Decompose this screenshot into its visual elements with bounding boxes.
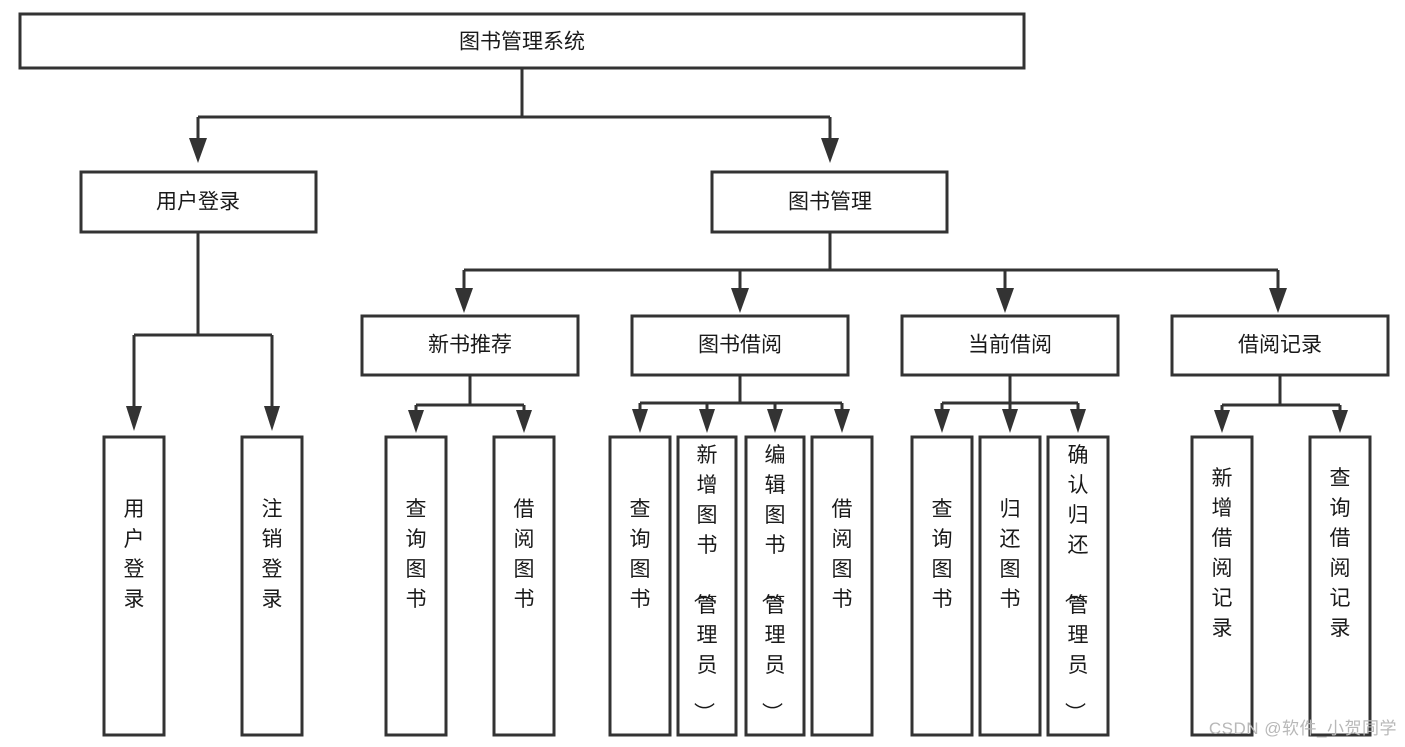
node-book-borrow-label: 图书借阅 [698, 334, 782, 357]
leaf-user-login[interactable]: 用户登录 [102, 435, 166, 737]
arrowhead-borrow-leaf1 [632, 409, 648, 433]
node-book-management-box[interactable] [710, 170, 949, 234]
arrowhead-current [996, 288, 1014, 313]
leaf-newbook-borrow-book-box[interactable] [492, 435, 556, 737]
arrowhead-borrow-leaf3 [767, 409, 783, 433]
arrowhead-record-leaf2 [1332, 410, 1348, 433]
leaf-borrow-borrow-book-box[interactable] [810, 435, 874, 737]
node-book-borrow-box[interactable] [630, 314, 850, 377]
leaf-current-confirm-return-label: 确认归还（管理员） [1063, 444, 1089, 723]
node-current-borrow-label: 当前借阅 [968, 334, 1052, 357]
leaf-current-return-book-box[interactable] [978, 435, 1042, 737]
node-root-box[interactable] [18, 12, 1026, 70]
node-book-management[interactable]: 图书管理 [710, 170, 949, 234]
arrowhead-leaf-logout [264, 406, 280, 431]
node-new-book-recommend-box[interactable] [360, 314, 580, 377]
leaf-current-return-book[interactable]: 归还图书 [978, 435, 1042, 737]
arrowhead-book-mgmt [821, 138, 839, 163]
leaf-newbook-borrow-book[interactable]: 借阅图书 [492, 435, 556, 737]
leaf-current-query-book-box[interactable] [910, 435, 974, 737]
leaf-record-query-box[interactable] [1308, 435, 1372, 737]
leaf-logout-label: 注销登录 [262, 498, 283, 611]
leaf-borrow-add-book-label: 新增图书（管理员） [692, 444, 718, 723]
leaf-borrow-add-book-box[interactable] [676, 435, 738, 737]
node-borrow-record-box[interactable] [1170, 314, 1390, 377]
leaf-borrow-add-book[interactable]: 新增图书（管理员） [676, 435, 738, 737]
node-current-borrow[interactable]: 当前借阅 [900, 314, 1120, 377]
edge-group-newbook-to-leaves [408, 375, 532, 433]
arrowhead-current-leaf3 [1070, 409, 1086, 433]
node-user-login-label: 用户登录 [156, 191, 240, 214]
arrowhead-record-leaf1 [1214, 410, 1230, 433]
node-borrow-record-label: 借阅记录 [1238, 334, 1322, 357]
node-book-borrow[interactable]: 图书借阅 [630, 314, 850, 377]
node-user-login-box[interactable] [79, 170, 318, 234]
arrowhead-newbook-leaf2 [516, 410, 532, 433]
leaf-logout-box[interactable] [240, 435, 304, 737]
leaf-borrow-borrow-book-label: 借阅图书 [832, 498, 853, 611]
edge-group-borrow-to-leaves [632, 375, 850, 433]
leaf-record-add-label: 新增借阅记录 [1212, 467, 1233, 640]
node-new-book-recommend-label: 新书推荐 [428, 334, 512, 357]
arrowhead-borrow [731, 288, 749, 313]
edge-group-root-to-level1 [189, 68, 839, 163]
leaf-newbook-query-book[interactable]: 查询图书 [384, 435, 448, 737]
leaf-borrow-edit-book[interactable]: 编辑图书（管理员） [744, 435, 806, 737]
node-new-book-recommend[interactable]: 新书推荐 [360, 314, 580, 377]
leaf-logout[interactable]: 注销登录 [240, 435, 304, 737]
edge-group-userlogin-to-leaves [126, 232, 280, 431]
leaf-record-add-box[interactable] [1190, 435, 1254, 737]
leaf-current-confirm-return-box[interactable] [1046, 435, 1110, 737]
node-book-management-label: 图书管理 [788, 191, 872, 214]
arrowhead-leaf-user-login [126, 406, 142, 431]
leaf-borrow-edit-book-box[interactable] [744, 435, 806, 737]
arrowhead-current-leaf1 [934, 409, 950, 433]
arrowhead-user-login [189, 138, 207, 163]
node-current-borrow-box[interactable] [900, 314, 1120, 377]
leaf-newbook-query-book-label: 查询图书 [406, 498, 427, 611]
edge-group-record-to-leaves [1214, 375, 1348, 433]
leaf-borrow-query-book-box[interactable] [608, 435, 672, 737]
edge-group-current-to-leaves [934, 375, 1086, 433]
leaf-current-confirm-return[interactable]: 确认归还（管理员） [1046, 435, 1110, 737]
leaf-user-login-label: 用户登录 [124, 498, 145, 611]
leaf-user-login-box[interactable] [102, 435, 166, 737]
leaf-borrow-edit-book-label: 编辑图书（管理员） [760, 444, 786, 723]
leaf-newbook-borrow-book-label: 借阅图书 [514, 498, 535, 611]
edge-group-bookmgmt-to-level2 [455, 232, 1287, 313]
arrowhead-newbook-leaf1 [408, 410, 424, 433]
leaf-current-return-book-label: 归还图书 [1000, 498, 1021, 611]
arrowhead-current-leaf2 [1002, 409, 1018, 433]
leaf-record-query-label: 查询借阅记录 [1330, 467, 1351, 640]
arrowhead-newbook [455, 288, 473, 313]
leaf-record-query[interactable]: 查询借阅记录 [1308, 435, 1372, 737]
leaf-borrow-query-book-label: 查询图书 [630, 498, 651, 611]
leaf-record-add[interactable]: 新增借阅记录 [1190, 435, 1254, 737]
leaf-current-query-book[interactable]: 查询图书 [910, 435, 974, 737]
leaf-borrow-borrow-book[interactable]: 借阅图书 [810, 435, 874, 737]
arrowhead-borrow-leaf2 [699, 409, 715, 433]
node-borrow-record[interactable]: 借阅记录 [1170, 314, 1390, 377]
arrowhead-borrow-leaf4 [834, 409, 850, 433]
node-root-label: 图书管理系统 [459, 31, 585, 54]
node-user-login[interactable]: 用户登录 [79, 170, 318, 234]
leaf-borrow-query-book[interactable]: 查询图书 [608, 435, 672, 737]
leaf-newbook-query-book-box[interactable] [384, 435, 448, 737]
node-root[interactable]: 图书管理系统 [18, 12, 1026, 70]
leaf-current-query-book-label: 查询图书 [932, 498, 953, 611]
arrowhead-record [1269, 288, 1287, 313]
